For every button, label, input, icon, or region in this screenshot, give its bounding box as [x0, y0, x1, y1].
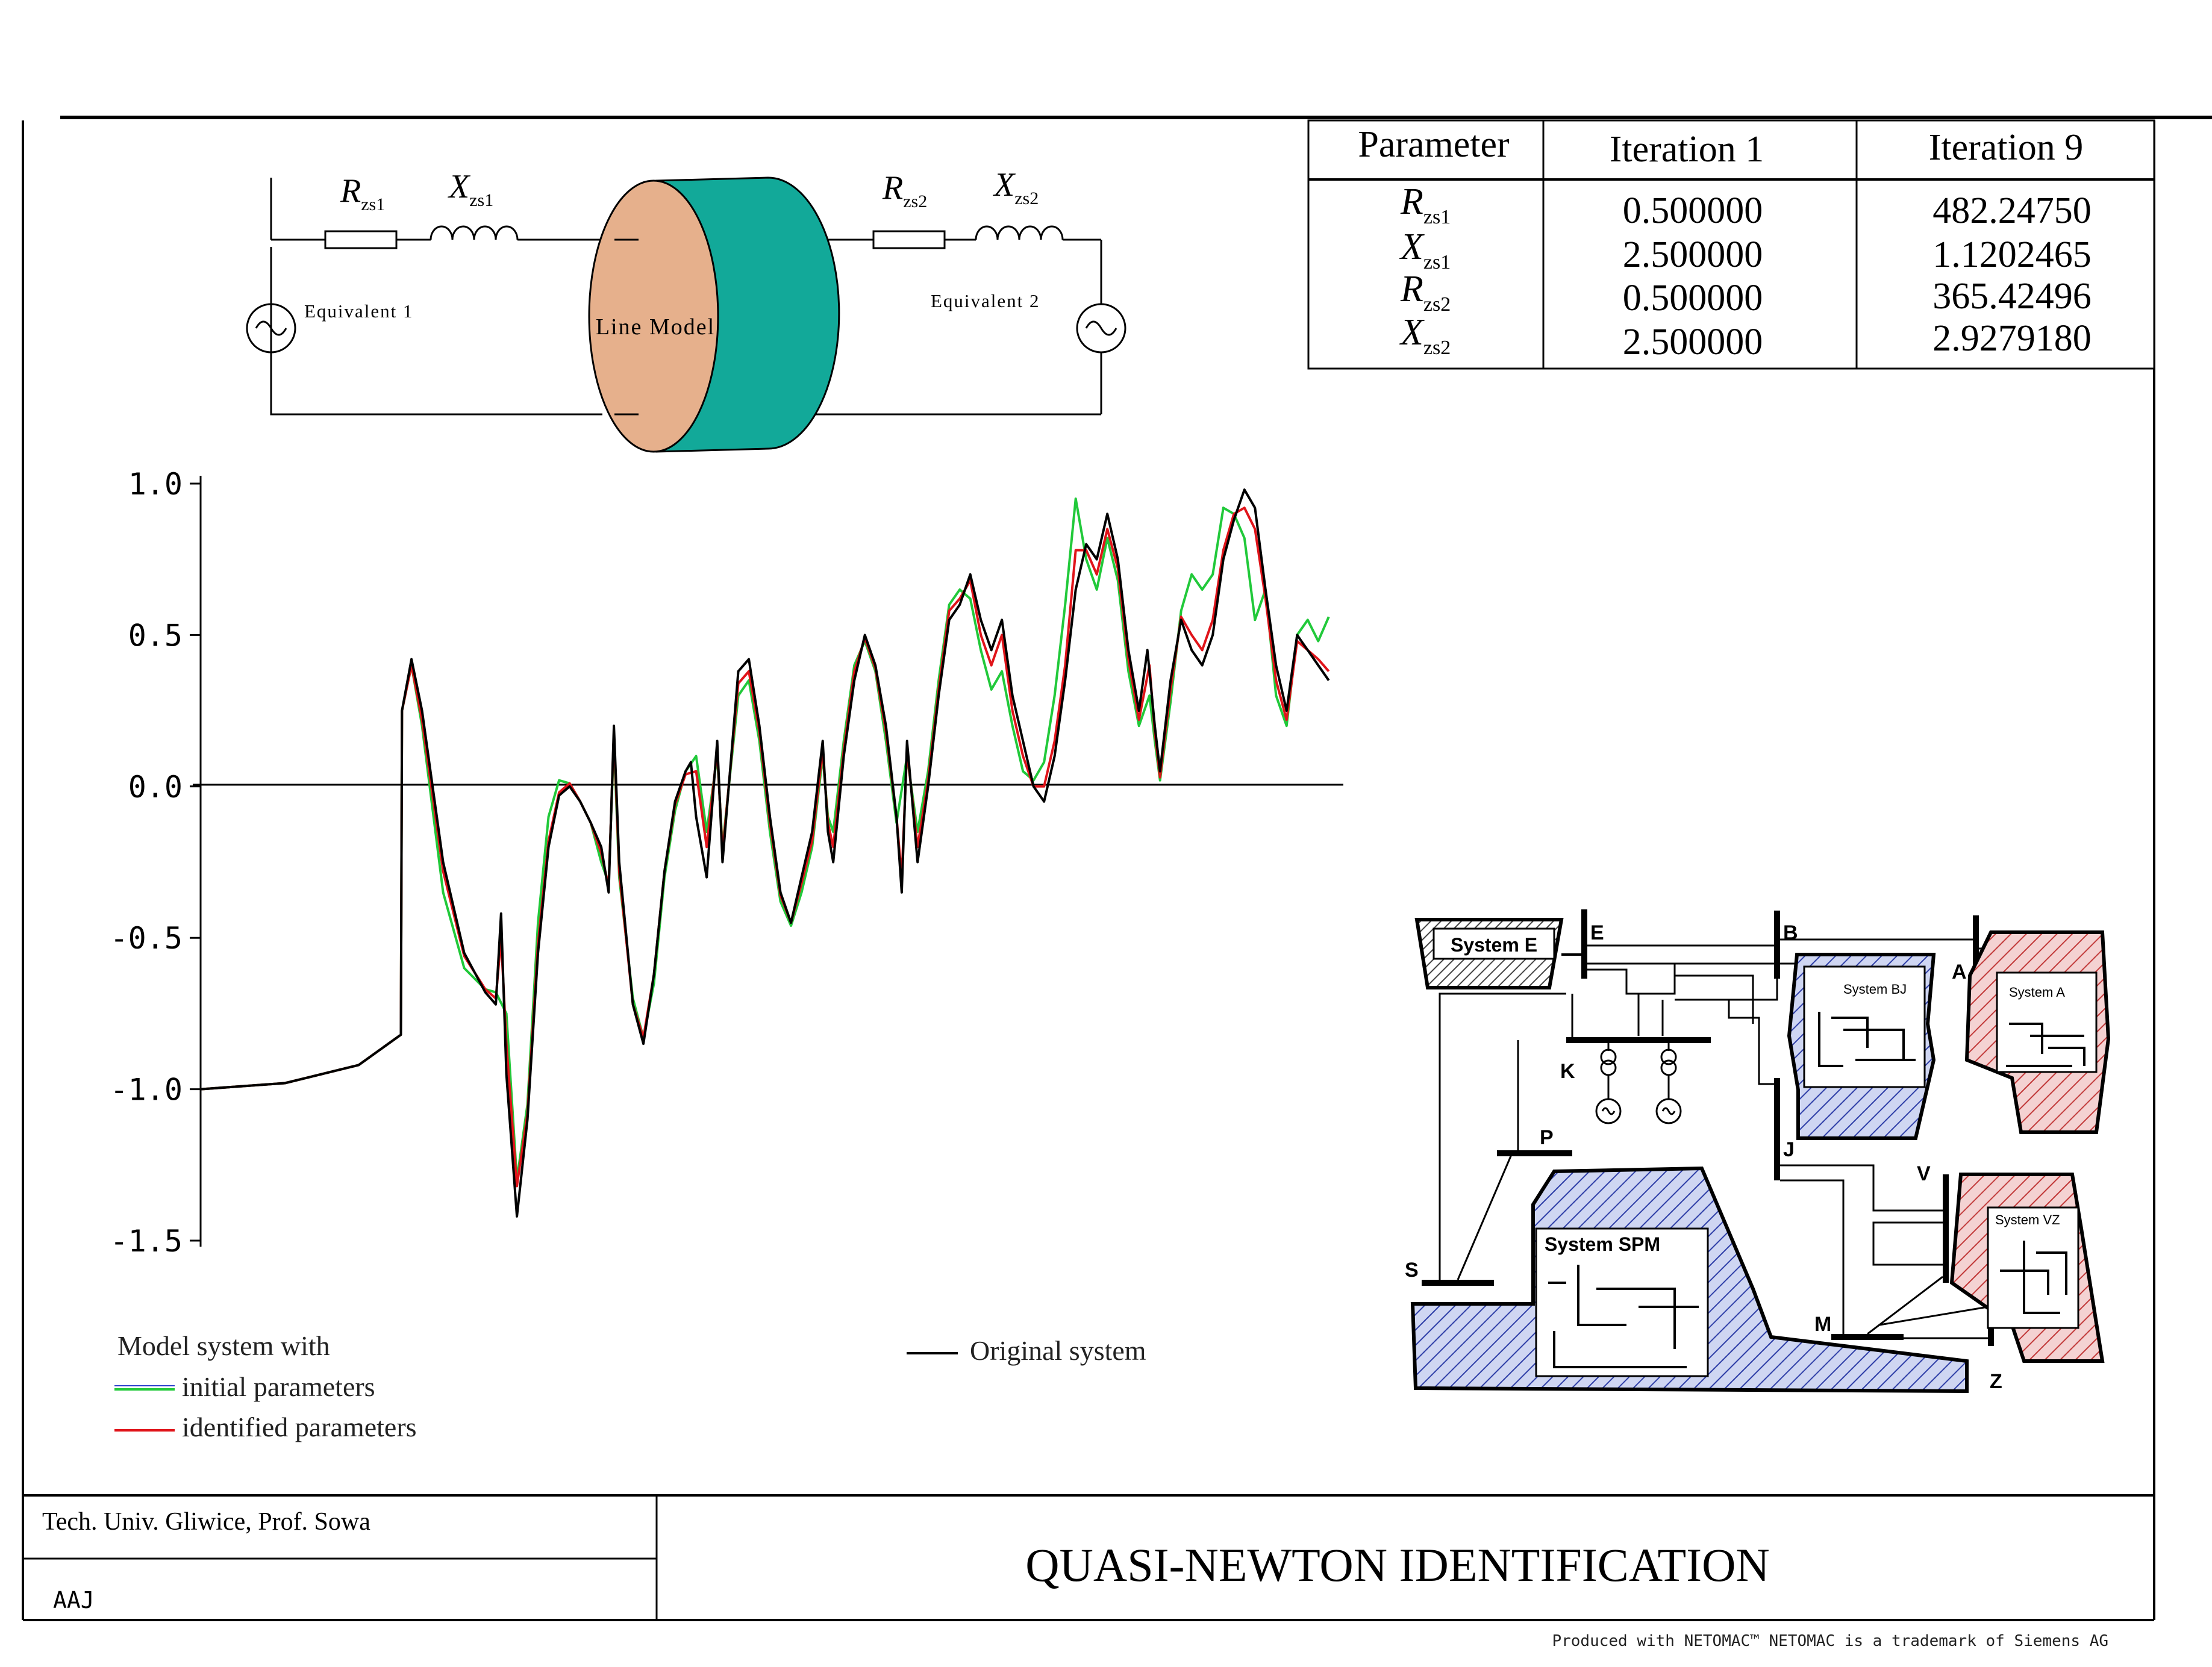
page-title: QUASI-NEWTON IDENTIFICATION	[1025, 1539, 1770, 1591]
table-row-param: Xzs2	[1399, 312, 1451, 359]
table-header-iteration-9: Iteration 9	[1929, 127, 2084, 168]
source-1-icon	[246, 303, 296, 354]
svg-text:K: K	[1560, 1060, 1575, 1083]
svg-text:Rzs1: Rzs1	[340, 172, 385, 214]
y-tick-label: 1.0	[128, 467, 183, 502]
table-cell-iter1: 0.500000	[1623, 190, 1763, 231]
table-row-param: Rzs1	[1400, 181, 1451, 228]
drawing-frame	[22, 116, 2212, 1621]
svg-text:Xzs1: Xzs1	[448, 168, 493, 210]
y-tick-label: 0.5	[128, 618, 183, 653]
waveform-chart: 1.0 0.5 0.0 -0.5 -1.0 -1.5	[110, 467, 1343, 1259]
table-row-param: Rzs2	[1400, 269, 1451, 316]
legend-initial: initial parameters	[182, 1371, 375, 1402]
table-cell-iter1: 0.500000	[1623, 278, 1763, 319]
system-spm-label: System SPM	[1545, 1233, 1660, 1255]
author-text: Tech. Univ. Gliwice, Prof. Sowa	[42, 1508, 370, 1536]
svg-text:M: M	[1814, 1313, 1831, 1336]
svg-text:B: B	[1783, 921, 1798, 944]
table-row-param: Xzs1	[1399, 226, 1451, 273]
legend-original: Original system	[970, 1335, 1146, 1366]
y-tick-label: -1.0	[110, 1073, 183, 1108]
legend-identified: identified parameters	[182, 1412, 417, 1442]
series-line-original-system	[200, 488, 1330, 1218]
table-cell-iter9: 2.9279180	[1932, 318, 2092, 359]
system-a-label: System A	[2009, 985, 2065, 1000]
svg-text:Rzs2: Rzs2	[882, 169, 927, 211]
series-line-identified-parameters	[200, 506, 1330, 1188]
system-bj-label: System BJ	[1843, 982, 1907, 997]
table-cell-iter1: 2.500000	[1623, 234, 1763, 275]
y-tick-label: 0.0	[128, 770, 183, 805]
network-diagram: System E E B A K	[1405, 909, 2111, 1394]
drawing-code: AAJ	[53, 1587, 95, 1613]
y-tick-label: -0.5	[110, 921, 183, 956]
line-model-label: Line Model	[596, 314, 715, 340]
table-header-parameter: Parameter	[1358, 124, 1510, 165]
source-2-icon	[1076, 303, 1126, 354]
parameter-table: Parameter Iteration 1 Iteration 9 Rzs1 X…	[1307, 119, 2155, 370]
svg-text:P: P	[1540, 1126, 1554, 1149]
system-e-label: System E	[1451, 934, 1537, 956]
table-cell-iter9: 1.1202465	[1932, 234, 2092, 275]
y-tick-label: -1.5	[110, 1224, 183, 1259]
table-cell-iter9: 482.24750	[1932, 190, 2092, 231]
circuit-diagram	[246, 176, 1126, 453]
svg-text:J: J	[1783, 1138, 1795, 1161]
svg-text:Xzs2: Xzs2	[993, 166, 1039, 208]
circuit-labels: Rzs1 Xzs1 Rzs2 Xzs2 Equivalent 1 Equival…	[304, 166, 1040, 340]
system-vz-label: System VZ	[1995, 1212, 2060, 1227]
chart-legend: Model system with initial parameters ide…	[114, 1330, 1146, 1442]
svg-text:E: E	[1590, 921, 1604, 944]
equivalent-2-label: Equivalent 2	[931, 290, 1040, 311]
legend-heading: Model system with	[117, 1330, 330, 1361]
credit-line: Produced with NETOMAC™ NETOMAC is a trad…	[1552, 1632, 2108, 1650]
resistor-rzs1-icon	[324, 230, 398, 249]
line-model-cylinder-face	[588, 179, 719, 453]
svg-text:A: A	[1952, 961, 1967, 983]
table-cell-iter9: 365.42496	[1932, 276, 2092, 317]
inductor-xzs1-icon	[430, 225, 519, 240]
svg-text:Z: Z	[1990, 1370, 2002, 1393]
table-header-iteration-1: Iteration 1	[1610, 129, 1764, 170]
svg-text:V: V	[1917, 1162, 1931, 1185]
equivalent-1-label: Equivalent 1	[304, 301, 414, 322]
series-line-initial-parameters	[200, 497, 1330, 1182]
svg-text:S: S	[1405, 1259, 1419, 1282]
inductor-xzs2-icon	[975, 225, 1064, 240]
table-cell-iter1: 2.500000	[1623, 322, 1763, 363]
resistor-rzs2-icon	[872, 230, 946, 249]
